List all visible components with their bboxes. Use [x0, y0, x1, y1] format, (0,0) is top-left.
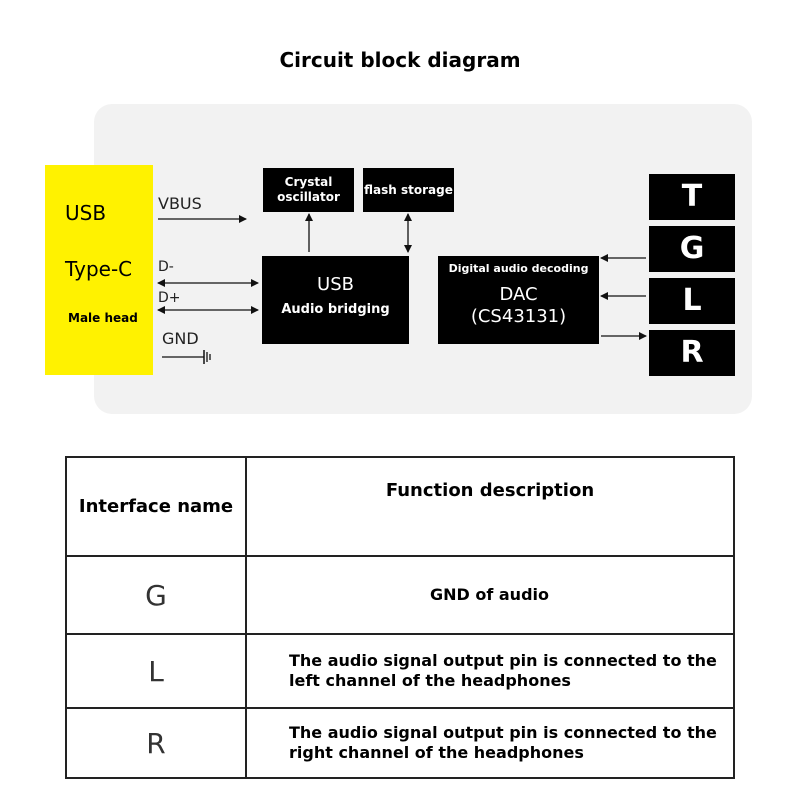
row-g-desc: GND of audio: [245, 555, 735, 635]
dac-label-3: (CS43131): [470, 306, 567, 327]
dac-label-2: DAC: [499, 284, 538, 305]
row-g-name: G: [65, 555, 247, 635]
connector-label-male: Male head: [68, 311, 138, 325]
table-row: R The audio signal output pin is connect…: [65, 707, 735, 779]
dac-block: Digital audio decoding DAC (CS43131): [438, 256, 599, 344]
usb-audio-bridge-block: USB Audio bridging: [262, 256, 409, 344]
row-r-name: R: [65, 707, 247, 779]
jack-pin-r: R: [649, 330, 735, 376]
usb-type-c-connector: USB Type-C Male head: [45, 165, 153, 375]
flash-storage-block: flash storage: [363, 168, 454, 212]
row-g-desc-line1: GND of audio: [429, 585, 549, 604]
row-l-desc-line1: The audio signal output pin is connected…: [289, 651, 717, 670]
row-l-desc-line2: left channel of the headphones: [289, 671, 571, 690]
jack-pin-l: L: [649, 278, 735, 324]
signal-vbus: VBUS: [158, 194, 202, 213]
dac-label-1: Digital audio decoding: [448, 262, 589, 275]
connector-label-usb: USB: [65, 201, 107, 225]
signal-dminus: D-: [158, 259, 174, 275]
crystal-label-1: Crystal: [284, 175, 333, 189]
crystal-label-2: oscillator: [277, 190, 340, 204]
header-function-description: Function description: [245, 456, 735, 557]
jack-pin-g: G: [649, 226, 735, 272]
crystal-oscillator-block: Crystal oscillator: [263, 168, 354, 212]
row-r-desc: The audio signal output pin is connected…: [245, 707, 735, 779]
header-interface-name: Interface name: [65, 456, 247, 557]
signal-gnd: GND: [162, 329, 199, 348]
usb-bridge-label-2: Audio bridging: [281, 302, 390, 317]
ground-symbol: [162, 350, 211, 364]
connector-label-type: Type-C: [65, 257, 133, 281]
row-l-desc: The audio signal output pin is connected…: [245, 633, 735, 709]
table-row: L The audio signal output pin is connect…: [65, 633, 735, 709]
row-r-desc-line1: The audio signal output pin is connected…: [289, 723, 717, 742]
signal-dplus: D+: [158, 290, 181, 306]
jack-pin-t: T: [649, 174, 735, 220]
usb-bridge-label-1: USB: [317, 274, 354, 295]
row-r-desc-line2: right channel of the headphones: [289, 743, 584, 762]
row-l-name: L: [65, 633, 247, 709]
interface-table: Interface name Function description G GN…: [65, 456, 735, 779]
page-title: Circuit block diagram: [279, 48, 521, 72]
table-row: G GND of audio: [65, 555, 735, 635]
table-header-row: Interface name Function description: [65, 456, 735, 557]
